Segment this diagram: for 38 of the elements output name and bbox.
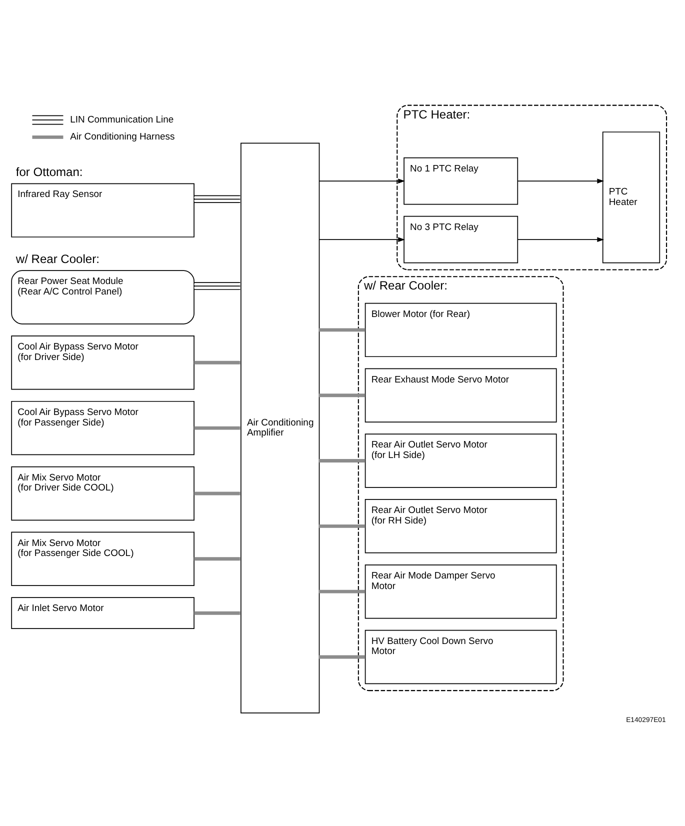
connector — [194, 360, 240, 364]
connector — [319, 655, 366, 659]
connector — [194, 611, 240, 615]
node-box: Infrared Ray Sensor — [11, 183, 194, 238]
connector — [319, 524, 366, 528]
node-box: No 1 PTC Relay — [404, 157, 518, 205]
arrow — [517, 237, 604, 242]
node-box: Air Mix Servo Motor (for Passenger Side COOL) — [11, 532, 194, 586]
connector — [319, 328, 366, 332]
connector — [319, 459, 366, 462]
legend-label: LIN Communication Line — [70, 114, 174, 126]
connector — [194, 557, 240, 561]
connector — [194, 492, 240, 496]
node-box: Rear Air Mode Damper Servo Motor — [364, 564, 557, 619]
node-box: Air Mix Servo Motor (for Driver Side COOL) — [11, 466, 194, 521]
node-box: No 3 PTC Relay — [404, 216, 518, 264]
node-box: Cool Air Bypass Servo Motor (for Driver Side) — [11, 336, 194, 390]
node-box: HV Battery Cool Down Servo Motor — [364, 630, 557, 684]
connector — [194, 195, 241, 204]
node-box: Blower Motor (for Rear) — [364, 302, 557, 358]
node-box: Rear Air Outlet Servo Motor (for LH Side) — [364, 434, 557, 488]
node-label: for Ottoman: — [16, 165, 83, 180]
node-box: Cool Air Bypass Servo Motor (for Passenger Side) — [11, 400, 194, 456]
node-box: Air Inlet Servo Motor — [11, 597, 194, 630]
node-box: Air Conditioning Amplifier — [240, 142, 320, 714]
arrow — [517, 178, 604, 184]
connector — [194, 426, 240, 430]
connector — [319, 394, 366, 398]
arrow — [318, 178, 406, 184]
node-box: PTC Heater — [602, 132, 660, 264]
arrow — [318, 237, 406, 242]
node-box: Rear Exhaust Mode Servo Motor — [364, 368, 557, 422]
connector — [194, 282, 241, 290]
node-box: Rear Air Outlet Servo Motor (for RH Side) — [364, 499, 557, 554]
connector — [319, 590, 366, 594]
node-label: w/ Rear Cooler: — [16, 252, 100, 266]
legend-label: Air Conditioning Harness — [70, 132, 175, 143]
node-box: Rear Power Seat Module (Rear A/C Control Panel) — [11, 270, 194, 324]
